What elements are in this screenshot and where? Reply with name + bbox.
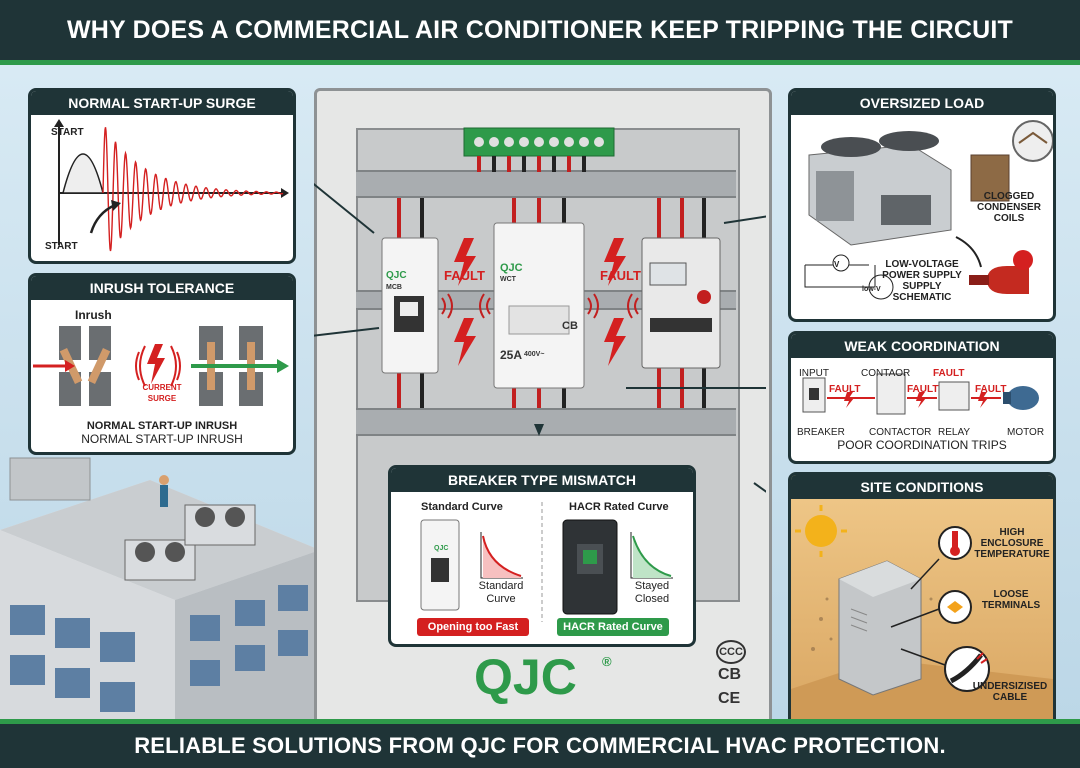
panel-title: BREAKER TYPE MISMATCH — [391, 468, 693, 492]
fault-label-3: FAULT — [933, 368, 965, 379]
panel-oversized-load: OVERSIZED LOAD CLOGGED CONDENSER COILS L… — [788, 88, 1056, 322]
current-surge-label: CURRENT SURGE — [142, 383, 182, 403]
small-qjc-mark: QJC — [434, 545, 449, 552]
panel-title: OVERSIZED LOAD — [791, 91, 1053, 115]
contaor-label: CONTAOR — [861, 368, 911, 379]
cabinet-wiring — [314, 127, 766, 493]
opening-too-fast-badge: Opening too Fast — [417, 618, 529, 636]
inrush-contacts-illustration — [33, 326, 289, 406]
modular-contactor — [493, 222, 585, 389]
contactor-voltage: 400V~ — [524, 351, 545, 358]
breaker-label: BREAKER — [797, 427, 845, 438]
overload-relay — [641, 237, 721, 369]
mcb-label: MCB — [386, 284, 402, 291]
panel-title: NORMAL START-UP SURGE — [31, 91, 293, 115]
hacr-curve-heading: HACR Rated Curve — [569, 501, 669, 513]
fault-label-left: FAULT — [444, 268, 485, 283]
inrush-caption-1: NORMAL START-UP INRUSH — [86, 420, 238, 432]
loose-terminals-label: LOOSE TERMINALS — [981, 589, 1041, 611]
panel-title: SITE CONDITIONS — [791, 475, 1053, 499]
din-rail-top — [356, 170, 736, 198]
coordination-chain — [802, 373, 1039, 415]
panel-weak-coordination: WEAK COORDINATION INPUT CONTAOR FAULT FA… — [788, 331, 1056, 464]
breaker-comparison-illustration — [420, 502, 673, 622]
fault-label-1: FAULT — [829, 384, 861, 395]
surge-waveform — [54, 119, 289, 252]
standard-curve-heading: Standard Curve — [421, 501, 503, 513]
hacr-rated-badge: HACR Rated Curve — [557, 618, 669, 636]
motor-label: MOTOR — [1007, 427, 1045, 438]
panel-site-conditions: SITE CONDITIONS HIGH ENCLOSURE TEMPERATU… — [788, 472, 1056, 723]
standard-curve-caption: Standard Curve — [478, 580, 524, 605]
start-label-bottom: START — [45, 241, 78, 252]
start-label-top: START — [51, 127, 84, 138]
qjc-logo: QJC — [474, 649, 577, 705]
voltmeter-symbol: V — [834, 260, 840, 269]
fault-label-right: FAULT — [600, 268, 641, 283]
contactor-brand: QJC — [500, 262, 523, 274]
low-v-symbol: low-V — [862, 286, 881, 293]
inrush-caption-2: NORMAL START-UP INRUSH — [81, 432, 243, 446]
ccc-certification-mark: CCC — [716, 640, 746, 664]
registered-mark: ® — [602, 654, 612, 669]
relay-label: RELAY — [938, 427, 971, 438]
mcb-brand: QJC — [386, 270, 407, 281]
ce-certification-mark: CE — [718, 690, 741, 707]
coordination-caption: POOR COORDINATION TRIPS — [837, 438, 1007, 452]
fault-label-2: FAULT — [907, 384, 939, 395]
panel-title: WEAK COORDINATION — [791, 334, 1053, 358]
contactor-rating: 25A — [500, 348, 523, 362]
contactor-model: WCT — [500, 276, 516, 283]
high-temperature-label: HIGH ENCLOSURE TEMPERATURE — [974, 527, 1050, 560]
mcb-breaker — [381, 237, 439, 374]
site-conditions-illustration — [791, 505, 1053, 723]
rooftop-ac-units — [124, 504, 256, 581]
stayed-closed-caption: Stayed Closed — [634, 580, 670, 605]
clogged-coils-label: CLOGGED CONDENSER COILS — [977, 191, 1041, 224]
panel-inrush-tolerance: INRUSH TOLERANCE Inrush CURRENT SURGE NO… — [28, 273, 296, 455]
din-rail-bottom — [356, 408, 736, 436]
fault-label-4: FAULT — [975, 384, 1007, 395]
page-title: WHY DOES A COMMERCIAL AIR CONDITIONER KE… — [0, 0, 1080, 104]
low-voltage-label: LOW-VOLTAGE POWER SUPPLY SUPPLY SCHEMATI… — [882, 259, 962, 303]
footer-tagline: RELIABLE SOLUTIONS FROM QJC FOR COMMERCI… — [0, 719, 1080, 768]
undersized-cable-label: UNDERSIZISED CABLE — [972, 681, 1048, 703]
panel-breaker-type-mismatch: BREAKER TYPE MISMATCH Standard Curve HAC… — [388, 465, 696, 647]
cb-certification-mark: CB — [718, 666, 742, 683]
input-label: INPUT — [799, 368, 829, 379]
panel-title: INRUSH TOLERANCE — [31, 276, 293, 300]
inrush-label: Inrush — [75, 308, 112, 322]
contactor-cb-mark: CB — [562, 320, 578, 332]
building-illustration — [0, 457, 320, 720]
panel-normal-startup-surge: NORMAL START-UP SURGE START START — [28, 88, 296, 264]
contactor-label: CONTACTOR — [869, 427, 932, 438]
oversized-load-illustration — [804, 120, 1053, 300]
